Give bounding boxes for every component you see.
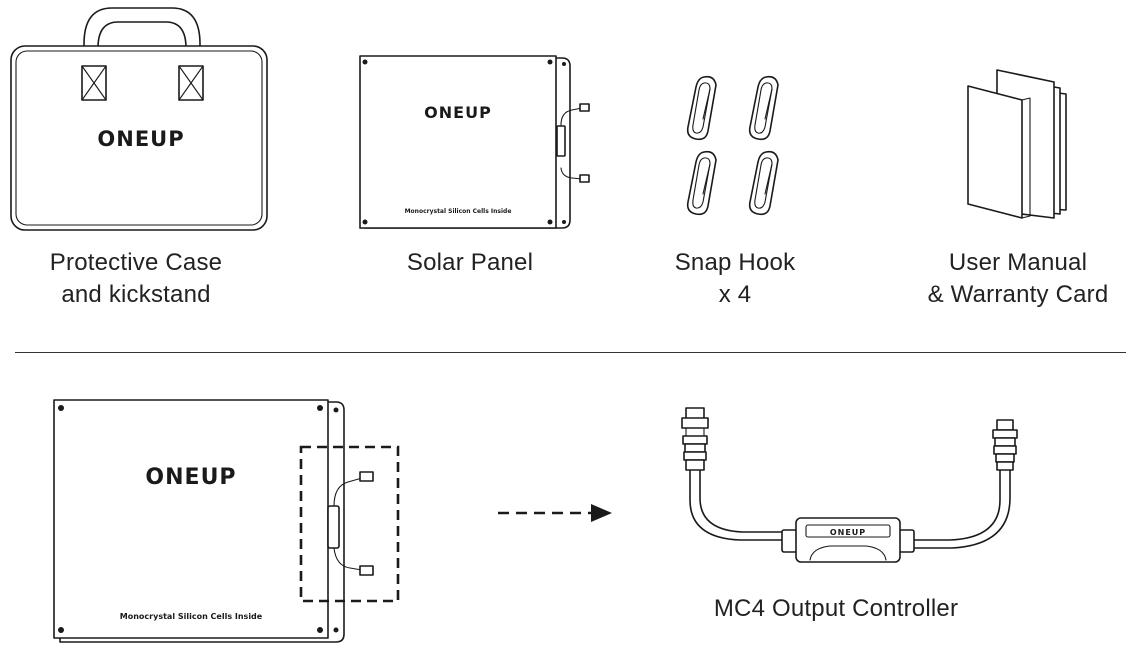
item-label-user-manual: User Manual & Warranty Card <box>927 249 1109 308</box>
detail-label-mc4-controller: MC4 Output Controller <box>713 595 959 622</box>
protective-case-icon: ONEUP <box>10 7 268 231</box>
brand-logo: ONEUP <box>424 103 492 122</box>
item-label-snap-hook: Snap Hook x 4 <box>674 249 796 308</box>
item-label-solar-panel: Solar Panel <box>406 249 534 276</box>
section-divider <box>15 352 1126 353</box>
highlight-box <box>299 445 400 603</box>
brand-logo: ONEUP <box>145 465 236 490</box>
panel-print: Monocrystal Silicon Cells Inside <box>405 208 512 215</box>
brand-logo: ONEUP <box>97 127 184 151</box>
solar-panel-icon: ONEUP Monocrystal Silicon Cells Inside <box>359 55 590 229</box>
item-label-protective-case: Protective Case and kickstand <box>49 249 223 308</box>
dashed-arrow-icon <box>498 504 612 522</box>
brand-logo: ONEUP <box>830 528 866 537</box>
panel-print: Monocrystal Silicon Cells Inside <box>120 612 263 621</box>
solar-panel-detail-icon: ONEUP Monocrystal Silicon Cells Inside <box>53 399 400 643</box>
user-manual-icon <box>967 69 1067 219</box>
